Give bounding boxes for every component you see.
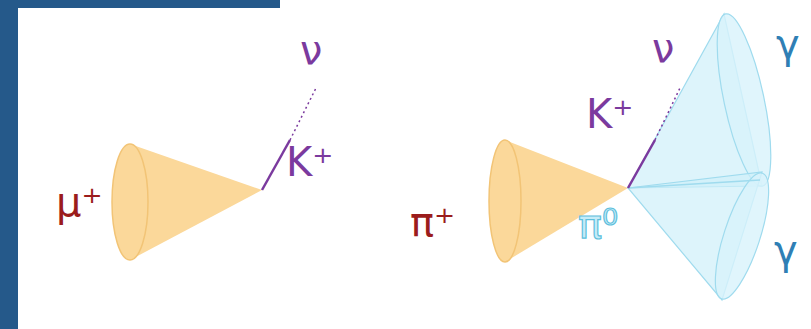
kaon-track bbox=[628, 140, 655, 188]
muon-cone bbox=[112, 144, 262, 260]
side-bar bbox=[0, 0, 18, 329]
photon-label: γ bbox=[776, 22, 800, 66]
top-bar bbox=[0, 0, 280, 8]
particle-label: K⁺ bbox=[586, 92, 633, 136]
pion-cone bbox=[489, 140, 628, 262]
particle-label: π⁰ bbox=[578, 202, 618, 246]
photon-cone bbox=[628, 168, 780, 305]
particle-label: π⁺ bbox=[410, 200, 455, 244]
particle-label: ν bbox=[300, 28, 322, 72]
particle-label: ν bbox=[652, 26, 674, 70]
photon-label: γ bbox=[774, 228, 798, 272]
photon-cone bbox=[628, 10, 782, 190]
particle-label: μ⁺ bbox=[56, 180, 103, 224]
neutrino-track bbox=[655, 88, 680, 140]
kaon-track bbox=[262, 140, 290, 190]
particle-label: K⁺ bbox=[286, 140, 333, 184]
pi0-track bbox=[628, 180, 760, 188]
neutrino-track bbox=[290, 88, 316, 140]
